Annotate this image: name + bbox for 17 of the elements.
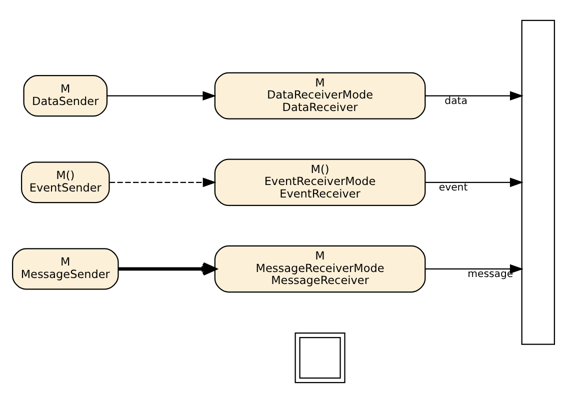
edge-label: message xyxy=(468,268,514,280)
arrow xyxy=(107,90,216,100)
node-box: M() EventReceiverMode EventReceiver xyxy=(214,158,426,206)
node-box xyxy=(294,332,346,383)
arrow xyxy=(425,177,524,187)
node-box: M MessageSender xyxy=(12,248,119,290)
node-box: M DataReceiverMode DataReceiver xyxy=(214,72,426,119)
arrow xyxy=(109,177,216,187)
edge-label: data xyxy=(444,95,468,106)
node-box xyxy=(521,19,555,344)
arrow xyxy=(118,262,216,276)
node-box: M DataSender xyxy=(23,74,108,116)
node-box: M MessageReceiverMode MessageReceiver xyxy=(214,244,426,292)
arrow xyxy=(425,90,524,100)
edge-label: event xyxy=(438,182,468,193)
arrow xyxy=(425,264,524,274)
node-box: M() EventSender xyxy=(20,161,110,203)
